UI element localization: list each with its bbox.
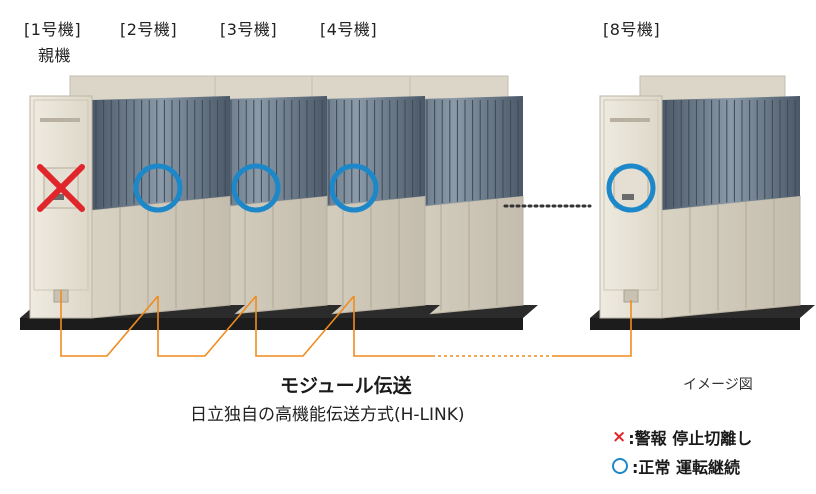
outdoor-unit-5 <box>590 75 815 330</box>
cross-icon: × <box>612 427 627 447</box>
control-display <box>622 194 634 200</box>
alarm-cross-icon <box>37 164 85 212</box>
brand-plate <box>610 118 650 122</box>
circle-icon <box>612 458 628 474</box>
hlink-line <box>255 295 355 357</box>
unit-coil <box>662 96 800 210</box>
unit-sublabel-parent: 親機 <box>38 46 72 65</box>
brand-plate <box>40 118 80 122</box>
control-box <box>613 167 649 209</box>
unit-base-front <box>20 318 230 330</box>
unit-base-front <box>590 318 800 330</box>
outdoor-unit-1 <box>20 75 245 330</box>
unit-lower-housing <box>91 195 231 319</box>
hlink-line <box>157 295 257 357</box>
unit-coil <box>92 96 230 210</box>
hlink-line <box>353 296 432 357</box>
legend-normal-text: :正常 運転継続 <box>632 458 740 477</box>
normal-circle-icon <box>231 163 281 213</box>
legend-normal: :正常 運転継続 <box>612 454 740 478</box>
legend-alarm-text: :警報 停止切離し <box>628 429 753 448</box>
control-display <box>52 194 64 200</box>
image-note: イメージ図 <box>683 377 753 393</box>
legend-alarm: × :警報 停止切離し <box>612 425 752 449</box>
unit-label-3: [3号機] <box>220 20 278 39</box>
hlink-line <box>60 290 159 357</box>
cross-stroke <box>37 164 85 212</box>
unit-label-2: [2号機] <box>120 20 178 39</box>
transmission-lines <box>60 204 632 357</box>
hlink-line <box>555 300 632 357</box>
normal-circle-icon <box>133 163 183 213</box>
unit-label-4: [4号機] <box>320 20 378 39</box>
caption-subtitle: 日立独自の高機能伝送方式(H-LINK) <box>190 405 465 425</box>
unit-lower-housing <box>661 195 801 319</box>
normal-circle-icon <box>329 163 379 213</box>
unit-label-1: [1号機] <box>24 20 82 39</box>
unit-label-8: [8号機] <box>603 20 661 39</box>
normal-circle-icon <box>606 163 656 213</box>
status-marks <box>37 163 656 213</box>
caption-title: モジュール伝送 <box>280 375 412 397</box>
units-layer <box>20 75 815 330</box>
